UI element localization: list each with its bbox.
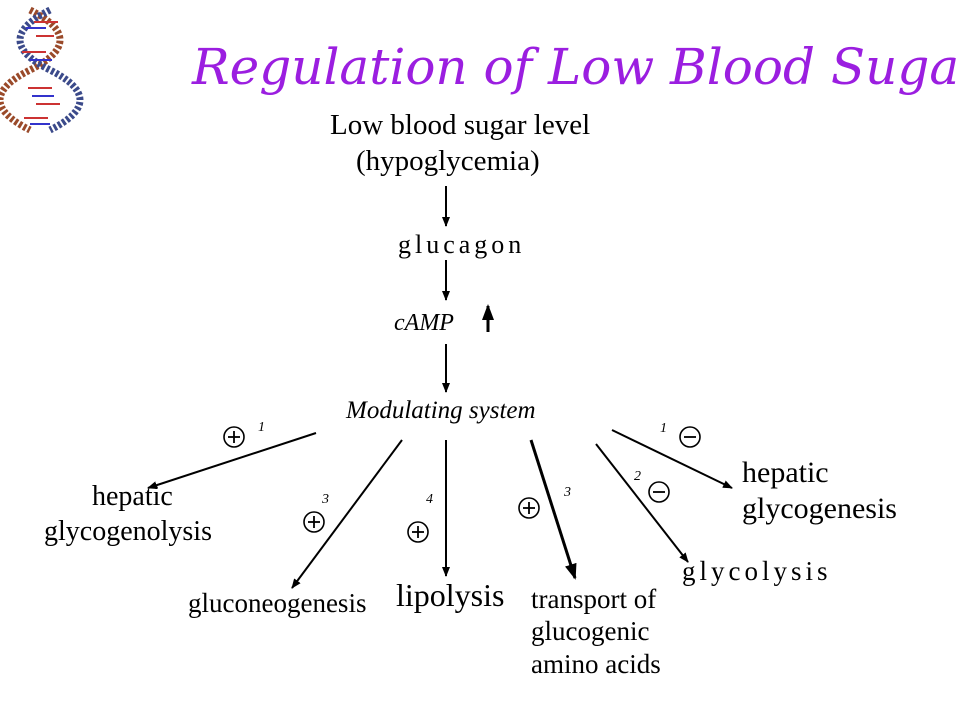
lipolysis-label: lipolysis (396, 577, 504, 613)
branch-glycogenolysis: 1 hepatic glycogenolysis (44, 420, 317, 547)
glycolysis-label: glycolysis (682, 556, 832, 586)
glycogenesis-line-2: glycogenesis (742, 492, 897, 525)
arrow-transport (529, 439, 577, 580)
trigger-line-1: Low blood sugar level (330, 109, 590, 141)
plus-sign-icon (518, 497, 540, 519)
branch-transport: 3 transport of glucogenic amino acids (518, 439, 661, 679)
arrow-glycogenolysis (147, 432, 317, 490)
glycogenolysis-line-1: hepatic (92, 481, 173, 512)
branch-gluconeogenesis: 3 gluconeogenesis (188, 439, 403, 618)
branch-number: 2 (634, 469, 641, 484)
plus-sign-icon (303, 511, 325, 533)
plus-sign-icon (407, 521, 429, 543)
page-title: Regulation of Low Blood Sugar (191, 38, 960, 96)
modulator-label: Modulating system (345, 397, 536, 424)
minus-sign-icon (648, 481, 670, 503)
arrow-gluconeogenesis (291, 439, 403, 589)
messenger-label: cAMP (394, 310, 454, 336)
plus-sign-icon (223, 426, 245, 448)
glycogenolysis-line-2: glycogenolysis (44, 516, 212, 547)
dna-helix-icon (0, 6, 84, 134)
minus-sign-icon (679, 426, 701, 448)
transport-line-1: transport of (531, 584, 656, 614)
branch-number: 3 (563, 485, 571, 500)
arrow-glycogenesis (611, 429, 733, 489)
branch-number: 1 (660, 421, 667, 436)
glycogenesis-line-1: hepatic (742, 456, 829, 489)
transport-line-2: glucogenic (531, 616, 649, 646)
branch-number: 1 (258, 420, 265, 435)
trigger-line-2: (hypoglycemia) (356, 145, 540, 177)
branch-glycogenesis: 1 hepatic glycogenesis (611, 421, 897, 525)
branch-lipolysis: 4 lipolysis (396, 440, 504, 613)
branch-number: 3 (321, 492, 329, 507)
gluconeogenesis-label: gluconeogenesis (188, 588, 366, 618)
transport-line-3: amino acids (531, 649, 661, 679)
arrow-glycolysis (595, 443, 689, 563)
hormone-label: glucagon (398, 230, 525, 259)
branch-glycolysis: 2 glycolysis (595, 443, 832, 586)
branch-number: 4 (426, 492, 433, 507)
